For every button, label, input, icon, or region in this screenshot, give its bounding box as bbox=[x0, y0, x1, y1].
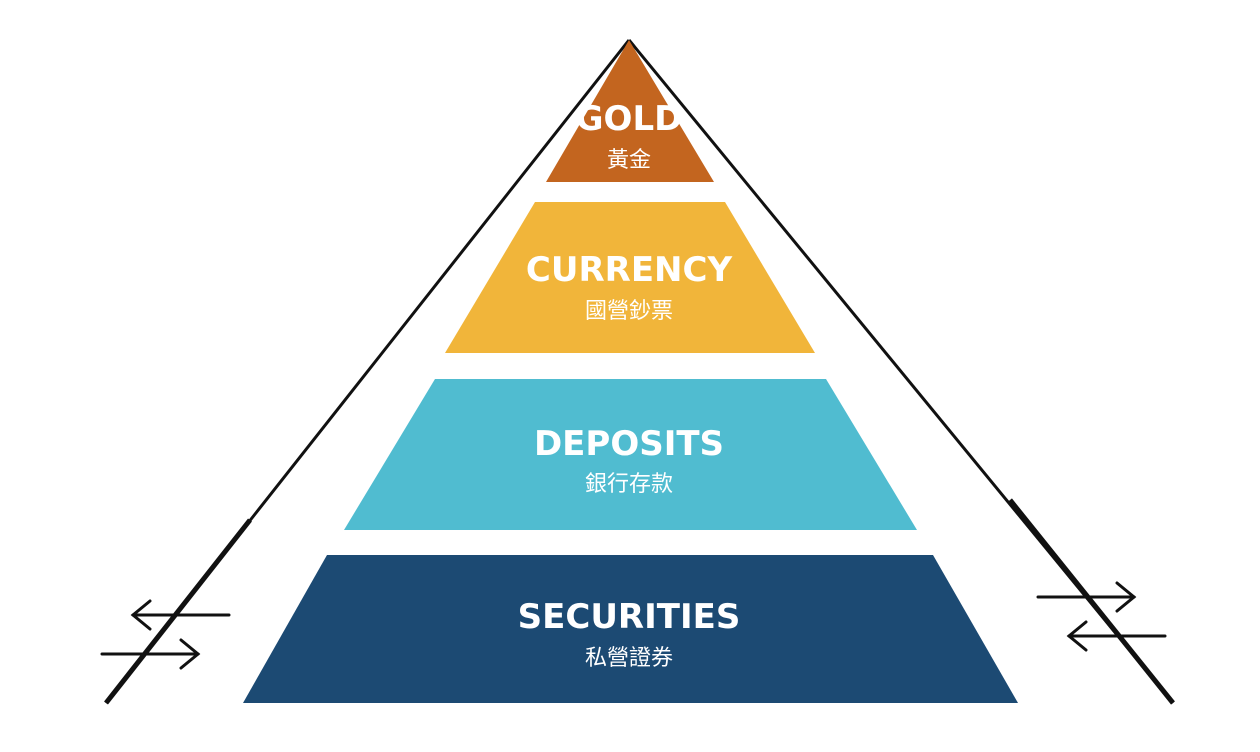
tier-deposits-title: DEPOSITS bbox=[534, 424, 724, 464]
pyramid-outline-left-thick bbox=[104, 518, 252, 705]
tier-securities-title: SECURITIES bbox=[518, 597, 741, 637]
tier-currency-title: CURRENCY bbox=[526, 250, 733, 290]
pyramid-outline-right-thick bbox=[1008, 498, 1175, 705]
left-arrows bbox=[100, 599, 231, 670]
tier-securities: SECURITIES 私營證券 bbox=[243, 555, 1018, 703]
tier-deposits-shape bbox=[344, 379, 917, 530]
tier-gold-subtitle: 黃金 bbox=[607, 148, 651, 173]
tier-currency: CURRENCY 國營鈔票 bbox=[445, 202, 815, 353]
arrow-right-icon bbox=[1036, 581, 1137, 613]
tier-gold: GOLD 黃金 bbox=[546, 40, 714, 182]
right-arrows bbox=[1036, 581, 1167, 652]
arrow-right-icon bbox=[100, 638, 201, 670]
arrow-left-icon bbox=[1066, 620, 1167, 652]
tier-currency-subtitle: 國營鈔票 bbox=[585, 299, 673, 324]
tier-securities-shape bbox=[243, 555, 1018, 703]
tier-securities-subtitle: 私營證券 bbox=[585, 646, 673, 671]
arrow-left-icon bbox=[130, 599, 231, 631]
tier-deposits: DEPOSITS 銀行存款 bbox=[344, 379, 917, 530]
tier-currency-shape bbox=[445, 202, 815, 353]
tier-gold-title: GOLD bbox=[576, 99, 683, 139]
tier-deposits-subtitle: 銀行存款 bbox=[585, 472, 673, 497]
tier-gold-shape bbox=[546, 40, 714, 182]
